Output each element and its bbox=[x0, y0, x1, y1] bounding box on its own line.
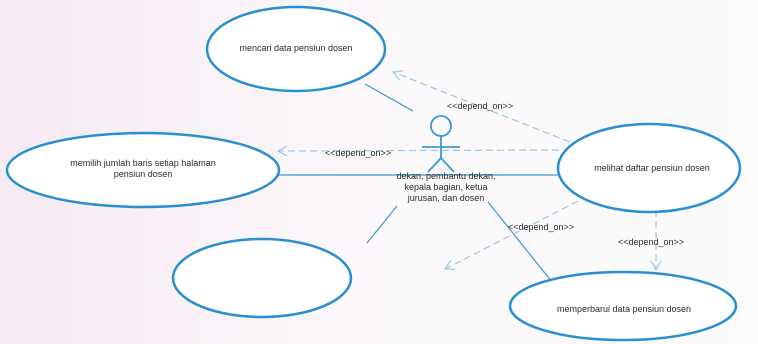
stereotype-to-memilih: <<depend_on>> bbox=[325, 148, 392, 158]
actor-label: dekan, pembantu dekan, kepala bagian, ke… bbox=[396, 171, 496, 203]
use-case-mencari-ellipse[interactable] bbox=[205, 5, 387, 93]
use-case-memperbarui-label: memperbarui data pensiun dosen bbox=[556, 303, 692, 314]
dependency-to-per-halaman bbox=[443, 195, 589, 270]
actor-stick-figure[interactable] bbox=[422, 115, 460, 173]
association-actor-mencari bbox=[364, 83, 414, 112]
association-actor-per-halaman bbox=[366, 205, 398, 244]
dependency-to-memilih bbox=[276, 145, 560, 157]
stereotype-to-per-halaman: <<depend_on>> bbox=[508, 222, 575, 232]
use-case-mencari-label: mencari data pensiun dosen bbox=[239, 42, 353, 53]
stereotype-to-mencari: <<depend_on>> bbox=[447, 101, 514, 111]
association-actor-memperbarui bbox=[487, 201, 553, 283]
use-case-memperbarui-ellipse[interactable] bbox=[508, 270, 738, 342]
dependency-to-mencari bbox=[391, 70, 581, 147]
use-case-per-halaman-label bbox=[178, 265, 346, 291]
use-case-melihat-daftar-ellipse[interactable] bbox=[556, 122, 742, 214]
use-case-per-halaman-ellipse[interactable] bbox=[171, 237, 353, 319]
use-case-memilih-label: memilih jumlah baris setiap halaman pens… bbox=[70, 158, 216, 179]
use-case-melihat-daftar-label: melihat daftar pensiun dosen bbox=[594, 162, 710, 173]
use-case-memilih-ellipse[interactable] bbox=[5, 131, 281, 209]
stereotype-to-memperbarui: <<depend_on>> bbox=[618, 237, 685, 247]
